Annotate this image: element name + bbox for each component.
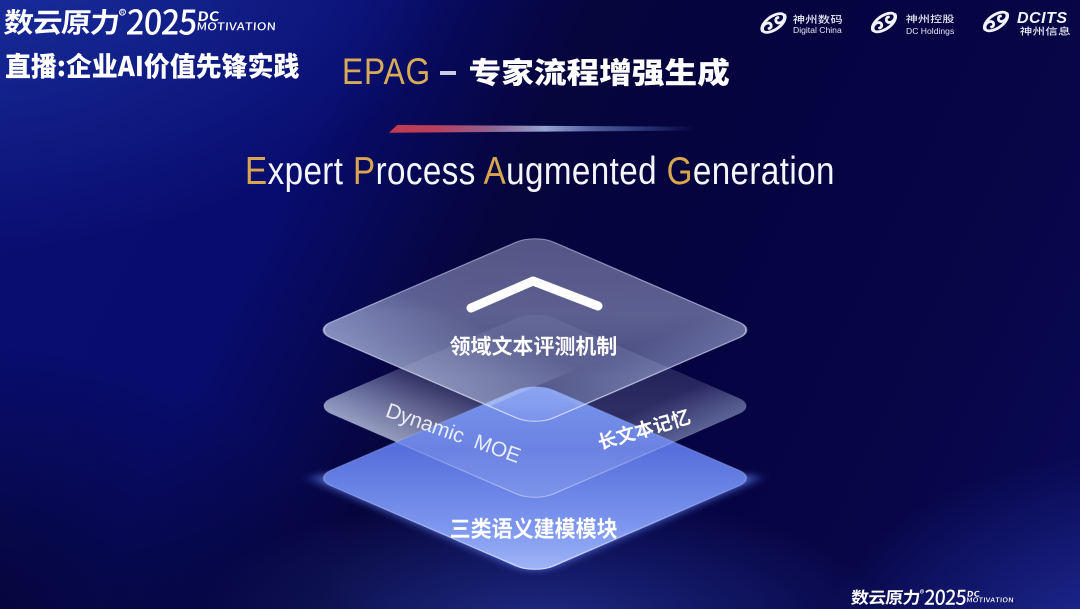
svg-text:R: R xyxy=(920,590,923,594)
svg-text:R: R xyxy=(120,10,125,16)
